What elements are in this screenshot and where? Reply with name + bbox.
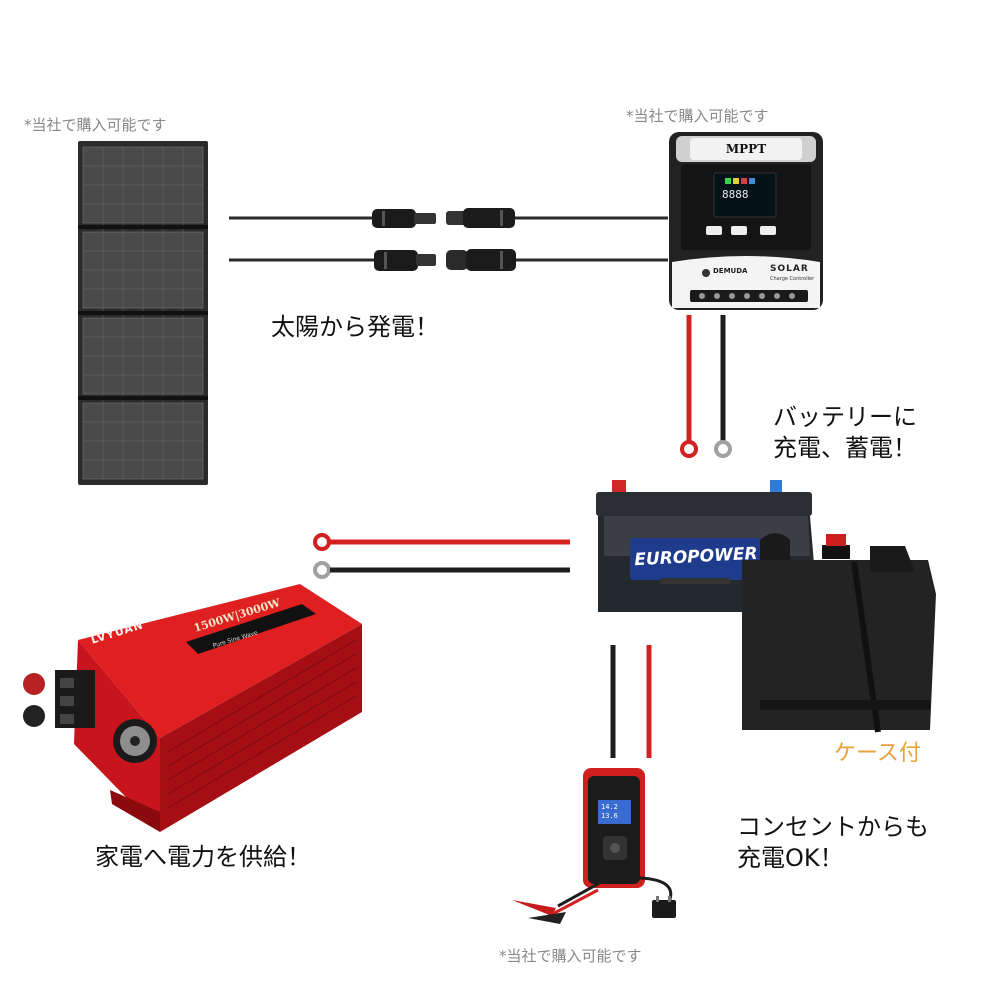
controller-product: SOLAR (770, 264, 809, 274)
battery-caption-line1: バッテリーに (773, 403, 917, 431)
charge-controller (669, 132, 823, 310)
battery-case (742, 533, 936, 733)
inverter-cables (313, 533, 570, 579)
mc4-connector-bottom-female (446, 249, 516, 271)
charger-availability-note: *当社で購入可能です (499, 947, 642, 965)
case-caption: ケース付 (834, 741, 921, 766)
solar-cables (229, 208, 668, 271)
controller-top-label: MPPT (725, 142, 767, 156)
battery-charger (512, 768, 676, 924)
controller-output-cables (680, 315, 732, 458)
controller-display-digits: 8888 (722, 188, 749, 201)
outlet-caption-line1: コンセントからも (737, 813, 929, 841)
mc4-connector-top-male (372, 209, 436, 228)
solar-panel-availability-note: *当社で購入可能です (24, 116, 167, 134)
charger-cables (610, 645, 652, 758)
inverter-caption: 家電へ電力を供給！ (95, 843, 311, 871)
outlet-caption-line2: 充電OK！ (737, 844, 844, 872)
solar-caption: 太陽から発電！ (271, 313, 439, 341)
outlet-caption: コンセントからも 充電OK！ (737, 812, 929, 874)
battery-caption-line2: 充電、蓄電！ (773, 434, 917, 462)
mc4-connector-top-female (446, 208, 515, 228)
inverter (23, 584, 362, 832)
mc4-connector-bottom-male (374, 250, 436, 271)
battery-caption: バッテリーに 充電、蓄電！ (773, 402, 917, 464)
controller-availability-note: *当社で購入可能です (626, 107, 769, 125)
controller-brand: DEMUDA (713, 267, 748, 275)
charger-display-top: 14.2 (601, 803, 618, 811)
controller-product-sub: Charge Controller (770, 276, 815, 282)
charger-display-bottom: 13.6 (601, 812, 618, 820)
solar-panel (78, 141, 208, 485)
